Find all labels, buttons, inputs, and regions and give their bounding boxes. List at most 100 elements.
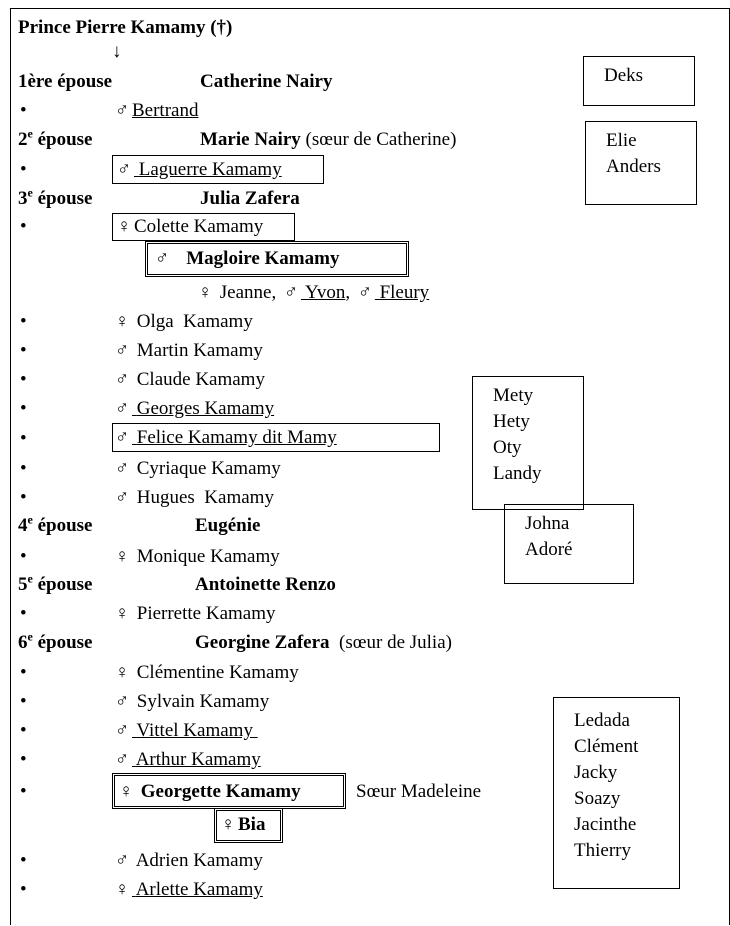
child-name: Martin Kamamy	[136, 340, 263, 361]
female-symbol: ♀	[114, 546, 130, 567]
bullet: •	[20, 311, 27, 332]
descendant-name: Deks	[604, 65, 644, 86]
child-name: Claude Kamamy	[136, 369, 265, 390]
male-symbol: ♂	[114, 691, 130, 712]
child-box	[112, 213, 295, 241]
child-cyriaque: ♂ Cyriaque Kamamy	[112, 457, 281, 481]
descendant-name: Soazy	[574, 788, 621, 809]
child-box	[112, 155, 324, 184]
child-colette: ♀Colette Kamamy	[114, 215, 263, 239]
child-arlette: ♀ Arlette Kamamy	[112, 878, 263, 902]
descendant-name: Ledada	[574, 710, 630, 731]
descendant-name: Jacinthe	[574, 814, 637, 835]
female-symbol: ♀	[220, 814, 236, 835]
bullet: •	[20, 398, 27, 419]
spouse-number: 3	[18, 188, 28, 209]
child-name: Magloire Kamamy	[186, 248, 340, 269]
child-laguerre: ♂ Laguerre Kamamy	[114, 158, 282, 182]
bullet: •	[20, 487, 27, 508]
bullet: •	[20, 850, 27, 871]
descendant-name: Elie	[606, 130, 637, 151]
child-name: Cyriaque Kamamy	[136, 458, 281, 479]
spouse-suffix: e	[27, 512, 33, 527]
bullet: •	[20, 879, 27, 900]
male-symbol: ♂	[114, 340, 130, 361]
child-box	[112, 423, 440, 452]
female-symbol: ♀	[114, 662, 130, 683]
grandchild-jeanne: Jeanne,	[219, 282, 277, 303]
bullet: •	[20, 749, 27, 770]
bullet: •	[20, 603, 27, 624]
spouse-6-name-line: Georgine Zafera (sœur de Julia)	[195, 631, 452, 655]
child-name: Sylvain Kamamy	[136, 691, 270, 712]
descendant-name: Hety	[493, 411, 530, 432]
spouse-1-name: Catherine Nairy	[200, 71, 333, 92]
male-symbol: ♂	[154, 248, 170, 269]
female-symbol: ♀	[114, 311, 130, 332]
bullet: •	[20, 546, 27, 567]
spouse-suffix: e	[27, 126, 33, 141]
male-symbol: ♂	[357, 282, 372, 303]
child-name: Clémentine Kamamy	[136, 662, 299, 683]
spouse-word: épouse	[37, 515, 93, 536]
child-georges: ♂ Georges Kamamy	[112, 397, 274, 421]
child-monique: ♀ Monique Kamamy	[112, 545, 280, 569]
male-symbol: ♂	[114, 749, 130, 770]
page-title: Prince Pierre Kamamy (†)	[18, 17, 233, 38]
spouse-number: 2	[18, 129, 28, 150]
female-symbol: ♀	[118, 781, 134, 802]
spouse-2-name-line: Marie Nairy (sœur de Catherine)	[200, 128, 456, 152]
spouse-number: 4	[18, 515, 28, 536]
descendants-box-ledada: Ledada Clément Jacky Soazy Jacinthe Thie…	[553, 697, 680, 889]
female-symbol: ♀	[197, 282, 213, 303]
child-name: Arthur Kamamy	[135, 749, 261, 770]
female-symbol: ♀	[114, 879, 130, 900]
child-name: Pierrette Kamamy	[136, 603, 276, 624]
child-name: Laguerre Kamamy	[138, 159, 282, 180]
child-double-box	[145, 241, 409, 277]
spouse-suffix: e	[27, 571, 33, 586]
descendants-box-elie: Elie Anders	[585, 121, 697, 205]
child-name: Hugues Kamamy	[136, 487, 274, 508]
spouse-suffix: e	[27, 629, 33, 644]
male-symbol: ♂	[114, 487, 130, 508]
child-martin: ♂ Martin Kamamy	[112, 339, 263, 363]
male-symbol: ♂	[114, 100, 130, 121]
descendant-name: Jacky	[574, 762, 618, 783]
child-pierrette: ♀ Pierrette Kamamy	[112, 602, 276, 626]
child-name: Georges Kamamy	[136, 398, 275, 419]
spouse-word: épouse	[37, 188, 93, 209]
male-symbol: ♂	[114, 720, 130, 741]
child-adrien: ♂ Adrien Kamamy	[112, 849, 263, 873]
descendant-name: Adoré	[525, 539, 573, 560]
spouse-word: épouse	[37, 574, 93, 595]
bullet: •	[20, 216, 27, 237]
female-symbol: ♀	[114, 603, 130, 624]
descendant-name: Johna	[525, 513, 570, 534]
bullet: •	[20, 159, 27, 180]
male-symbol: ♂	[283, 282, 299, 303]
child-name: Bertrand	[132, 100, 199, 121]
bullet: •	[20, 100, 27, 121]
descendants-box-mety: Mety Hety Oty Landy	[472, 376, 584, 510]
child-name: Vittel Kamamy	[136, 720, 253, 741]
bullet: •	[20, 340, 27, 361]
child-claude: ♂ Claude Kamamy	[112, 368, 265, 392]
spouse-number: 5	[18, 574, 28, 595]
grandchild-bia: ♀Bia	[218, 813, 266, 837]
child-name: Georgette Kamamy	[140, 781, 301, 802]
spouse-3-name: Julia Zafera	[200, 188, 300, 209]
child-georgette: ♀ Georgette Kamamy	[116, 780, 301, 804]
spouse-suffix: e	[27, 185, 33, 200]
descendants-box-deks: Deks	[583, 56, 695, 106]
bullet: •	[20, 691, 27, 712]
descendant-name: Mety	[493, 385, 534, 406]
grandchild-yvon: Yvon	[305, 282, 346, 303]
child-name: Colette Kamamy	[134, 216, 264, 237]
descent-arrow: ↓	[112, 41, 122, 62]
child-clementine: ♀ Clémentine Kamamy	[112, 661, 299, 685]
grandchild-name: Bia	[238, 814, 266, 835]
bullet: •	[20, 369, 27, 390]
male-symbol: ♂	[114, 369, 130, 390]
child-felice: ♂ Felice Kamamy dit Mamy	[112, 426, 337, 450]
